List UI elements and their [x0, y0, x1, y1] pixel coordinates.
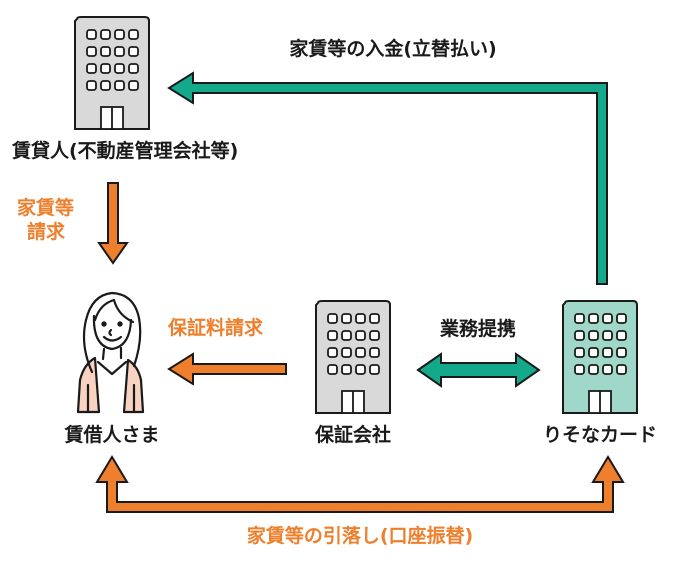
rent-billing-arrow — [97, 182, 129, 265]
landlord-building-icon — [74, 16, 150, 130]
rent-debit-label: 家賃等の引落し(口座振替) — [246, 525, 474, 547]
tenant-person-icon — [76, 291, 145, 414]
landlord-label: 賃貸人(不動産管理会社等) — [12, 140, 239, 162]
rent-billing-label-line1: 家賃等 — [17, 197, 75, 219]
rent-payment-arrow — [167, 71, 608, 285]
business-alliance-label: 業務提携 — [439, 318, 517, 340]
guarantor-label: 保証会社 — [314, 424, 392, 446]
building-body — [74, 16, 150, 130]
rent-billing-label-line2: 請求 — [27, 221, 66, 243]
guarantee-fee-arrow — [167, 352, 287, 386]
tenant-label: 賃借人さま — [64, 424, 160, 446]
rent-payment-label: 家賃等の入金(立替払い) — [289, 38, 497, 60]
resona-card-building-icon — [562, 300, 638, 414]
building-body — [562, 300, 638, 414]
guarantor-building-icon — [315, 300, 391, 414]
resona-card-label: りそなカード — [542, 424, 658, 446]
rent-debit-arrow — [95, 455, 625, 513]
guarantee-fee-label: 保証料請求 — [168, 317, 264, 339]
business-alliance-arrow — [416, 352, 541, 388]
building-body — [315, 300, 391, 414]
